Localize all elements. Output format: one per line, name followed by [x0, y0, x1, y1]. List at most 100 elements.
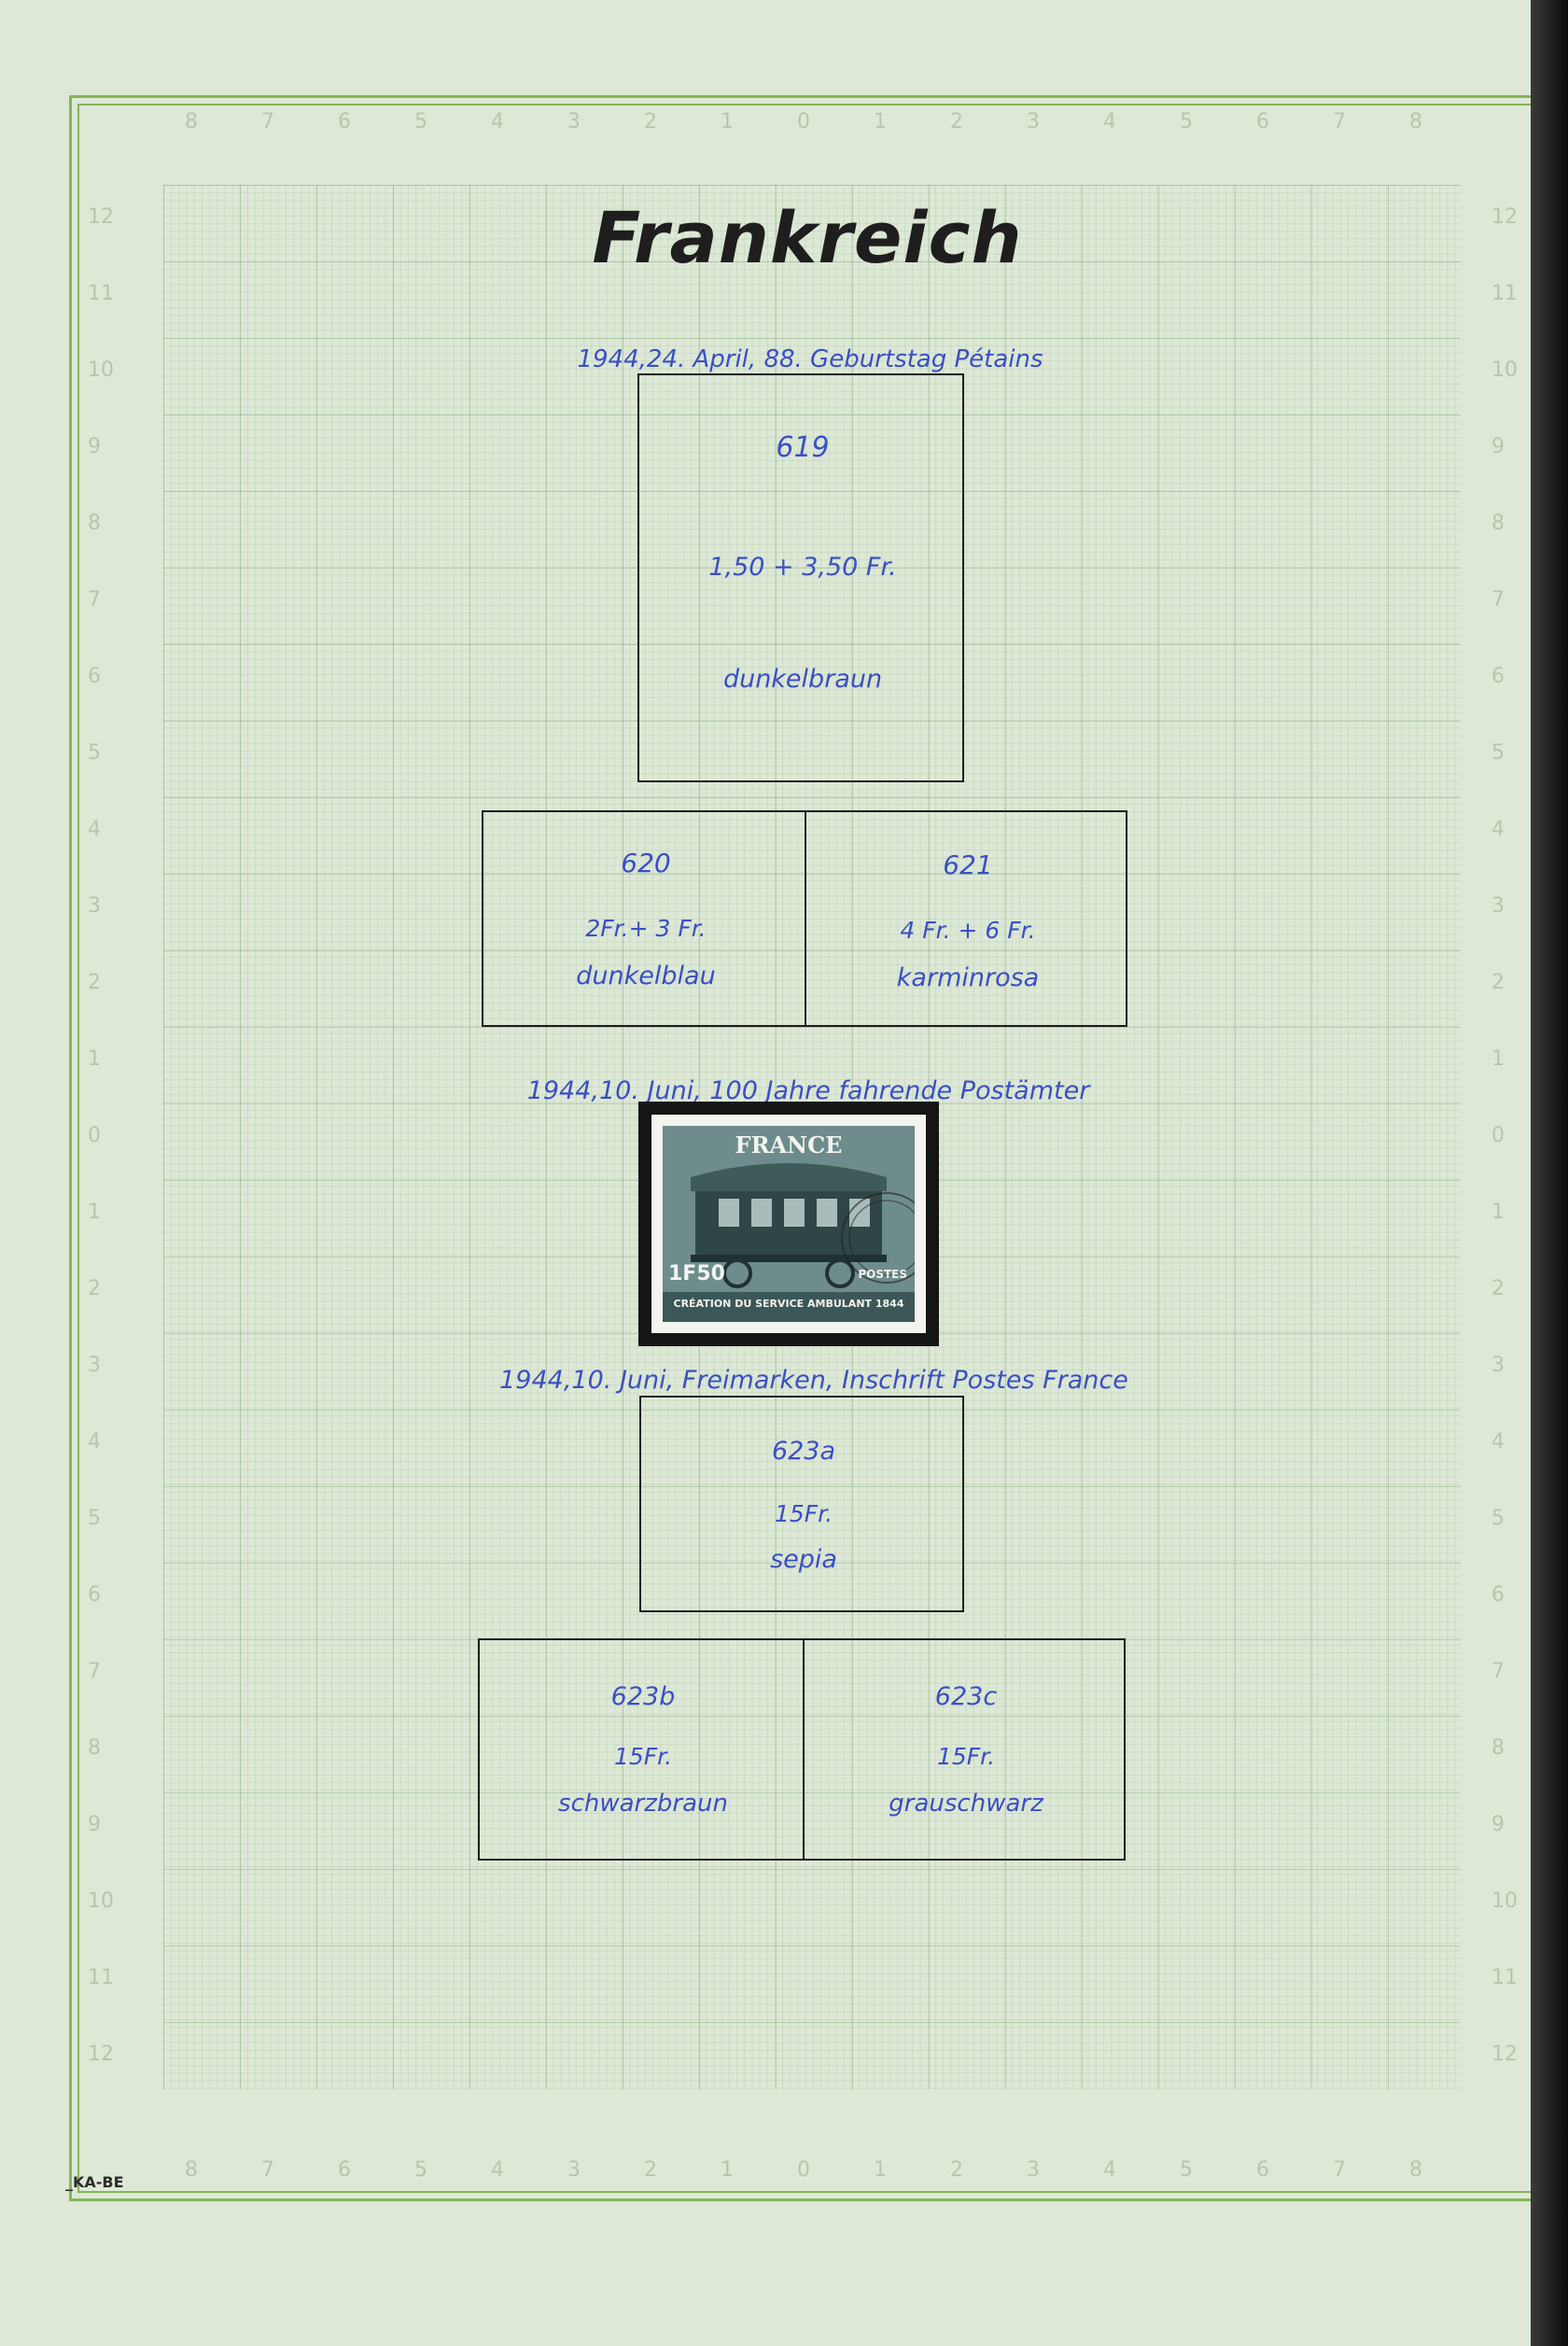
ruler-left-mark: 12 [88, 205, 114, 229]
ruler-left-mark: 3 [88, 1354, 101, 1377]
stamp-slot-619: 619 1,50 + 3,50 Fr. dunkelbraun [637, 373, 964, 782]
ruler-left-mark: 11 [88, 282, 114, 305]
slot-number: 623b [610, 1682, 676, 1711]
slot-number: 623c [934, 1682, 998, 1711]
ruler-right-mark: 2 [1491, 1277, 1505, 1300]
ruler-left-mark: 8 [88, 512, 101, 535]
stamp-mount: FRANCE 1F50 POSTES CRÉATION DU SERVICE A… [638, 1102, 939, 1346]
slot-value: 15Fr. [774, 1500, 833, 1527]
ruler-right-mark: 4 [1491, 818, 1505, 841]
ruler-left-mark: 1 [88, 1047, 101, 1071]
section-heading-1: 1944,24. April, 88. Geburtstag Pétains [577, 345, 1043, 373]
postage-stamp[interactable]: FRANCE 1F50 POSTES CRÉATION DU SERVICE A… [653, 1117, 924, 1331]
ruler-bottom-mark: 1 [721, 2158, 734, 2182]
slot-value: 2Fr.+ 3 Fr. [585, 915, 707, 942]
slot-color: karminrosa [896, 963, 1040, 992]
ruler-left-mark: 9 [88, 435, 101, 458]
ruler-top-mark: 2 [950, 110, 963, 133]
stamp-slot-623b: 623b 15Fr. schwarzbraun [478, 1638, 805, 1861]
slot-color: schwarzbraun [558, 1790, 728, 1818]
stamp-inscription: CRÉATION DU SERVICE AMBULANT 1844 [673, 1298, 904, 1310]
stamp-country: FRANCE [735, 1131, 843, 1159]
ruler-left-mark: 4 [88, 1430, 101, 1454]
brand-mark: _KA-BE [65, 2173, 124, 2191]
slot-value: 1,50 + 3,50 Fr. [708, 553, 897, 582]
ruler-top-mark: 2 [644, 110, 657, 133]
ruler-left-mark: 2 [88, 971, 101, 994]
ruler-right-mark: 0 [1491, 1124, 1505, 1147]
ruler-right-mark: 3 [1491, 894, 1505, 918]
ruler-right-mark: 7 [1491, 588, 1505, 611]
slot-value: 15Fr. [613, 1743, 673, 1770]
ruler-bottom-mark: 3 [1027, 2158, 1040, 2182]
ruler-top-mark: 8 [1409, 110, 1422, 133]
ruler-left-mark: 6 [88, 665, 101, 688]
ruler-top-mark: 5 [414, 110, 427, 133]
ruler-left-mark: 1 [88, 1201, 101, 1224]
ruler-bottom-mark: 6 [1256, 2158, 1269, 2182]
ruler-top-mark: 5 [1180, 110, 1193, 133]
stamp-design: FRANCE 1F50 POSTES CRÉATION DU SERVICE A… [663, 1126, 915, 1322]
slot-color: grauschwarz [889, 1790, 1043, 1818]
slot-number: 620 [621, 848, 671, 878]
ruler-right-mark: 5 [1491, 1507, 1505, 1530]
ruler-right-mark: 5 [1491, 741, 1505, 765]
ruler-left-mark: 5 [88, 1507, 101, 1530]
page-title: Frankreich [592, 196, 1023, 279]
section-heading-2: 1944,10. Juni, 100 Jahre fahrende Postäm… [526, 1076, 1090, 1105]
ruler-right-mark: 3 [1491, 1354, 1505, 1377]
ruler-top-mark: 0 [797, 110, 810, 133]
ruler-left-mark: 9 [88, 1813, 101, 1836]
ruler-left-mark: 11 [88, 1966, 114, 1989]
ruler-right-mark: 6 [1491, 1583, 1505, 1607]
slot-value: 15Fr. [936, 1743, 996, 1770]
slot-color: dunkelblau [576, 962, 716, 990]
slot-number: 619 [776, 431, 830, 464]
ruler-bottom-mark: 6 [338, 2158, 351, 2182]
ruler-bottom-mark: 7 [261, 2158, 274, 2182]
ruler-left-mark: 8 [88, 1736, 101, 1760]
ruler-left-mark: 2 [88, 1277, 101, 1300]
section-heading-3: 1944,10. Juni, Freimarken, Inschrift Pos… [499, 1366, 1128, 1395]
ruler-right-mark: 9 [1491, 435, 1505, 458]
ruler-top-mark: 1 [874, 110, 887, 133]
ruler-right-mark: 1 [1491, 1047, 1505, 1071]
stamp-slot-623c: 623c 15Fr. grauschwarz [803, 1638, 1126, 1861]
ruler-top-mark: 3 [1027, 110, 1040, 133]
ruler-right-mark: 8 [1491, 1736, 1505, 1760]
ruler-top-mark: 4 [1103, 110, 1116, 133]
stamp-slot-620: 620 2Fr.+ 3 Fr. dunkelblau [482, 810, 806, 1027]
ruler-bottom-mark: 3 [567, 2158, 581, 2182]
ruler-left-mark: 6 [88, 1583, 101, 1607]
ruler-right-mark: 12 [1491, 2043, 1518, 2066]
ruler-bottom-mark: 7 [1333, 2158, 1346, 2182]
ruler-bottom-mark: 0 [797, 2158, 810, 2182]
ruler-top-mark: 6 [338, 110, 351, 133]
ruler-right-mark: 11 [1491, 1966, 1518, 1989]
stamp-slot-623a: 623a 15Fr. sepia [639, 1396, 964, 1612]
ruler-left-mark: 4 [88, 818, 101, 841]
ruler-right-mark: 12 [1491, 205, 1518, 229]
stamp-denomination: 1F50 [668, 1262, 725, 1285]
ruler-top-mark: 7 [261, 110, 274, 133]
ruler-right-mark: 1 [1491, 1201, 1505, 1224]
ruler-bottom-mark: 2 [950, 2158, 963, 2182]
slot-value: 4 Fr. + 6 Fr. [900, 917, 1036, 944]
ruler-bottom-mark: 4 [1103, 2158, 1116, 2182]
ruler-right-mark: 11 [1491, 282, 1518, 305]
ruler-right-mark: 10 [1491, 358, 1518, 382]
ruler-top-mark: 4 [491, 110, 504, 133]
ruler-right-mark: 2 [1491, 971, 1505, 994]
ruler-right-mark: 4 [1491, 1430, 1505, 1454]
slot-color: dunkelbraun [722, 665, 883, 694]
ruler-left-mark: 0 [88, 1124, 101, 1147]
slot-color: sepia [770, 1545, 837, 1574]
ruler-top-mark: 1 [721, 110, 734, 133]
ruler-left-mark: 5 [88, 741, 101, 765]
page-border [69, 95, 1531, 2201]
page-edge-shadow [1531, 0, 1568, 2346]
ruler-left-mark: 12 [88, 2043, 114, 2066]
ruler-left-mark: 10 [88, 358, 114, 382]
ruler-bottom-mark: 2 [644, 2158, 657, 2182]
